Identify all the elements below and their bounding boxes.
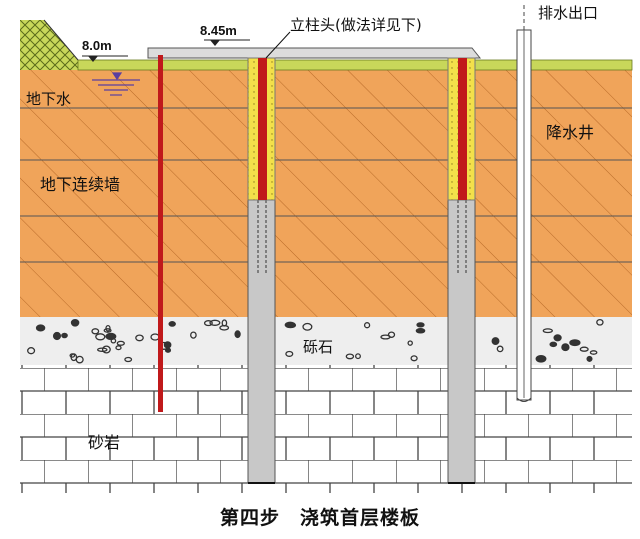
- groundwater-label: 地下水: [26, 90, 71, 108]
- gravel-stones: [27, 318, 604, 364]
- level-marker-right: [210, 40, 220, 46]
- column-head-leader: [265, 31, 291, 59]
- sandstone-label: 砂岩: [88, 433, 120, 452]
- step-title: 浇筑首层楼板: [300, 507, 421, 529]
- dewatering-well: [516, 5, 532, 402]
- level-marker-left: [88, 56, 98, 62]
- column-head-label: 立柱头(做法详见下): [290, 16, 422, 34]
- diaphragm-wall-label: 地下连续墙: [40, 175, 120, 194]
- level-right-label: 8.45m: [200, 23, 237, 38]
- step-caption: 第四步浇筑首层楼板: [0, 503, 640, 530]
- steel-column-left: [258, 58, 267, 200]
- gravel-label: 砾石: [303, 338, 333, 356]
- top-fill-layer: [77, 59, 633, 71]
- level-left-label: 8.0m: [82, 38, 112, 53]
- sandstone-layer: [20, 365, 632, 493]
- embankment-hatch: [20, 20, 78, 70]
- floor-slab: [147, 47, 482, 59]
- pile-left: [247, 57, 276, 484]
- diaphragm-wall: [158, 55, 163, 412]
- step-number: 第四步: [219, 507, 280, 529]
- dewatering-well-label: 降水井: [546, 123, 594, 142]
- water-table-symbol: [92, 72, 140, 96]
- drain-outlet-label: 排水出口: [538, 4, 598, 22]
- pile-right: [447, 57, 476, 484]
- steel-column-right: [458, 58, 467, 200]
